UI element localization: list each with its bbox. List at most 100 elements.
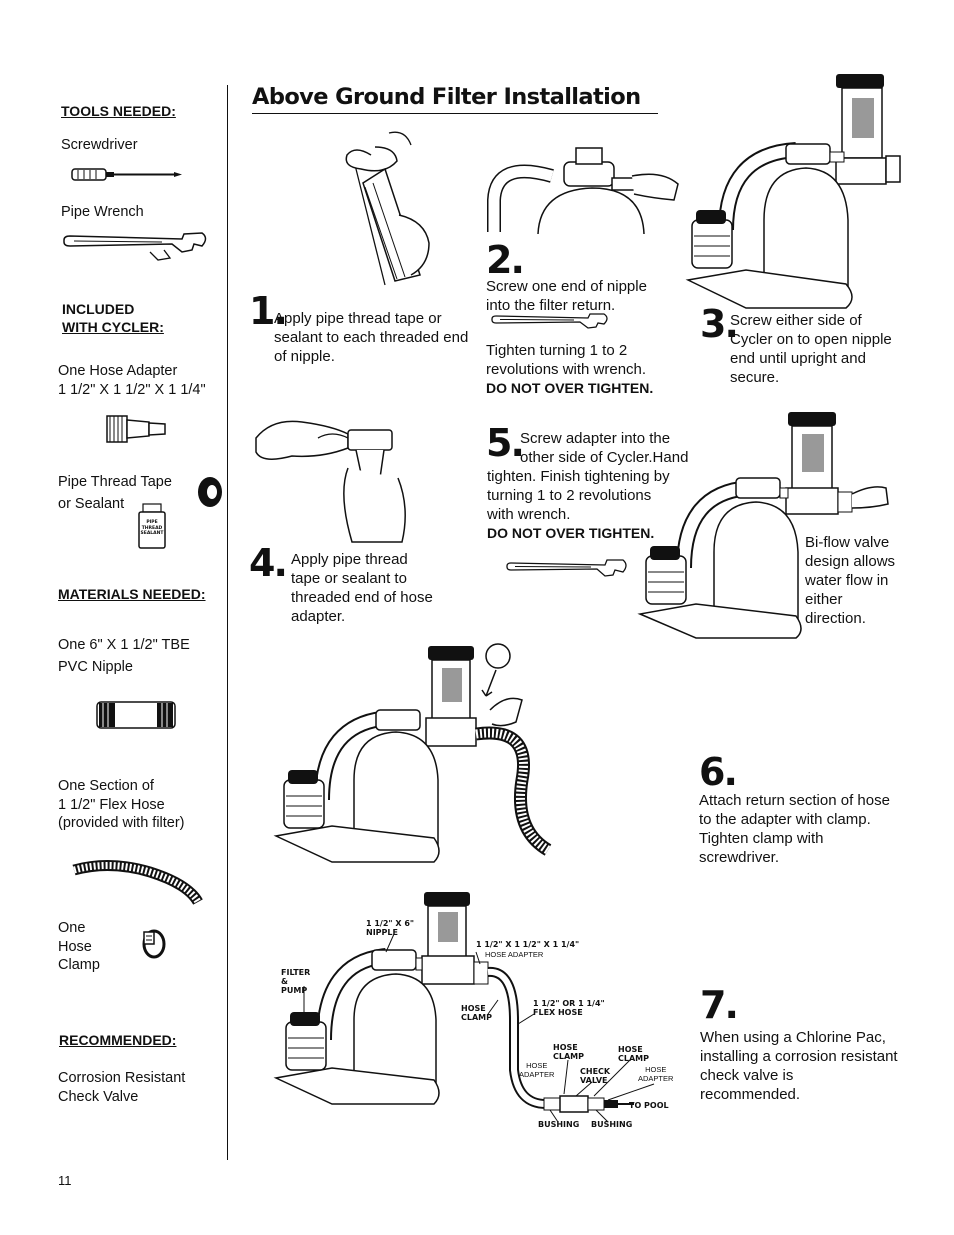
text-line: Tighten clamp with xyxy=(699,830,824,847)
can-label: SEALANT xyxy=(140,531,164,536)
text-line: Clamp xyxy=(58,957,100,973)
text-line: One Hose Adapter xyxy=(58,363,178,379)
text-line: end until upright and xyxy=(730,350,866,367)
text-line: direction. xyxy=(805,610,866,627)
text-line: design allows xyxy=(805,553,896,570)
materials-heading: MATERIALS NEEDED: xyxy=(58,586,206,602)
text-line: or Sealant xyxy=(58,496,125,512)
step-4-text: Apply pipe thread tape or sealant to thr… xyxy=(291,550,433,626)
hand-taping-adapter-illustration xyxy=(255,420,406,543)
text-line: Corrosion Resistant xyxy=(58,1070,186,1086)
text-line: Attach return section of hose xyxy=(699,792,890,809)
step-1-text: Apply pipe thread tape or sealant to eac… xyxy=(274,309,468,366)
check-valve-text: Corrosion Resistant Check Valve xyxy=(58,1069,185,1106)
text-line: When using a Chlorine Pac, xyxy=(700,1029,886,1046)
step-5-text: Screw adapter into the other side of Cyc… xyxy=(487,429,688,543)
label-line: CHECK xyxy=(580,1067,611,1076)
filter-nipple-hand-illustration xyxy=(487,147,679,235)
page-number: 11 xyxy=(58,1173,72,1188)
hose-clamp-icon xyxy=(142,929,166,959)
warning-text: DO NOT OVER TIGHTEN. xyxy=(487,525,655,541)
text-line: Cycler on to open nipple xyxy=(730,331,892,348)
text-line: either xyxy=(805,591,843,608)
text-line: other side of Cycler.Hand xyxy=(520,449,689,466)
nipple-text: One 6" X 1 1/2" TBE PVC Nipple xyxy=(58,634,190,678)
hose-adapter-sublabel: HOSE ADAPTER xyxy=(485,950,544,959)
text-line: Screw one end of nipple xyxy=(486,278,647,295)
flex-hose-label: 1 1/2" OR 1 1/4" FLEX HOSE xyxy=(533,999,605,1017)
can-label: THREAD xyxy=(141,525,163,531)
step-2-text: Screw one end of nipple into the filter … xyxy=(486,277,647,315)
text-line: of nipple. xyxy=(274,348,335,365)
hose-clamp-label: HOSE CLAMP xyxy=(553,1043,584,1061)
text-line: turning 1 to 2 revolutions xyxy=(487,487,652,504)
label-line: NIPPLE xyxy=(366,928,398,937)
text-line: (provided with filter) xyxy=(58,815,185,831)
text-line: Apply pipe thread xyxy=(291,551,408,568)
filter-cycler-hand-illustration xyxy=(637,412,889,639)
page-title: Above Ground Filter Installation xyxy=(252,84,641,110)
text-line: 1 1/2" X 1 1/2" X 1 1/4" xyxy=(58,381,206,398)
bushing-label: BUSHING xyxy=(538,1120,580,1129)
text-line: recommended. xyxy=(700,1086,801,1103)
title-underline xyxy=(252,113,658,114)
hose-clamp-text: One Hose Clamp xyxy=(58,919,100,975)
text-line: Screw adapter into the xyxy=(520,430,671,447)
text-line: secure. xyxy=(730,369,780,386)
label-line: CLAMP xyxy=(553,1052,584,1061)
hands-taping-nipple-illustration xyxy=(345,131,430,286)
tools-heading: TOOLS NEEDED: xyxy=(61,103,176,119)
step-7-text: When using a Chlorine Pac, installing a … xyxy=(700,1028,898,1104)
label-line: FLEX HOSE xyxy=(533,1008,583,1017)
hose-adapter-text: One Hose Adapter 1 1/2" X 1 1/2" X 1 1/4… xyxy=(58,362,206,399)
text-line: to the adapter with clamp. xyxy=(699,811,871,828)
text-line: Screw either side of xyxy=(730,312,862,329)
included-heading-line: INCLUDED xyxy=(62,301,135,317)
tape-text: Pipe Thread Tape or Sealant xyxy=(58,471,172,515)
text-line: PVC Nipple xyxy=(58,659,133,675)
flex-hose-text: One Section of 1 1/2" Flex Hose (provide… xyxy=(58,777,185,833)
pipe-wrench-icon xyxy=(63,232,207,261)
text-line: revolutions with wrench. xyxy=(486,361,647,378)
label-line: CLAMP xyxy=(461,1013,492,1022)
flex-hose-icon xyxy=(72,859,203,906)
can-label: PIPE xyxy=(146,520,158,525)
check-valve-label: CHECK VALVE xyxy=(580,1067,610,1085)
text-line: Hose xyxy=(58,938,92,955)
included-heading-line: WITH CYCLER: xyxy=(62,319,164,335)
step-7-number: 7. xyxy=(700,983,739,1027)
pvc-nipple-icon xyxy=(96,701,176,729)
pipe-wrench-icon xyxy=(506,559,627,577)
check-valve-installation-diagram xyxy=(273,892,655,1123)
recommended-heading: RECOMMENDED: xyxy=(59,1032,177,1048)
filter-hose-clamp-illustration xyxy=(273,643,552,863)
included-heading: INCLUDED WITH CYCLER: xyxy=(62,300,164,336)
sidebar: TOOLS NEEDED: Screwdriver Pipe Wrench IN… xyxy=(0,0,228,1190)
step-2-number: 2. xyxy=(486,238,525,282)
text-line: tape or sealant to xyxy=(291,570,407,587)
label-line: HOSE xyxy=(645,1065,667,1074)
text-line: Bi-flow valve xyxy=(805,534,890,551)
hose-adapter-label: HOSE ADAPTER xyxy=(519,1061,554,1079)
text-line: One 6" X 1 1/2" TBE xyxy=(58,637,190,653)
label-line: CLAMP xyxy=(618,1054,649,1063)
label-line: 1 1/2" OR 1 1/4" xyxy=(533,999,605,1008)
text-line: with wrench. xyxy=(487,506,571,523)
label-line: FILTER xyxy=(281,968,311,977)
sealant-can-icon: PIPE THREAD SEALANT xyxy=(137,502,167,550)
text-line: into the filter return. xyxy=(486,297,616,314)
text-line: water flow in xyxy=(805,572,889,589)
label-line: PUMP xyxy=(281,986,308,995)
filter-with-cycler-illustration xyxy=(685,74,901,309)
label-line: ADAPTER xyxy=(638,1073,674,1083)
label-line: HOSE xyxy=(618,1045,643,1054)
text-line: One Section of xyxy=(58,778,154,794)
label-line: HOSE xyxy=(461,1004,486,1013)
hose-clamp-label: HOSE CLAMP xyxy=(618,1045,649,1063)
nipple-label: 1 1/2" X 6" NIPPLE xyxy=(366,919,414,937)
step-6-text: Attach return section of hose to the ada… xyxy=(699,791,890,867)
label-line: VALVE xyxy=(580,1076,608,1085)
warning-text: DO NOT OVER TIGHTEN. xyxy=(486,380,654,396)
text-line: adapter. xyxy=(291,608,346,625)
step-4-number: 4. xyxy=(249,541,288,585)
